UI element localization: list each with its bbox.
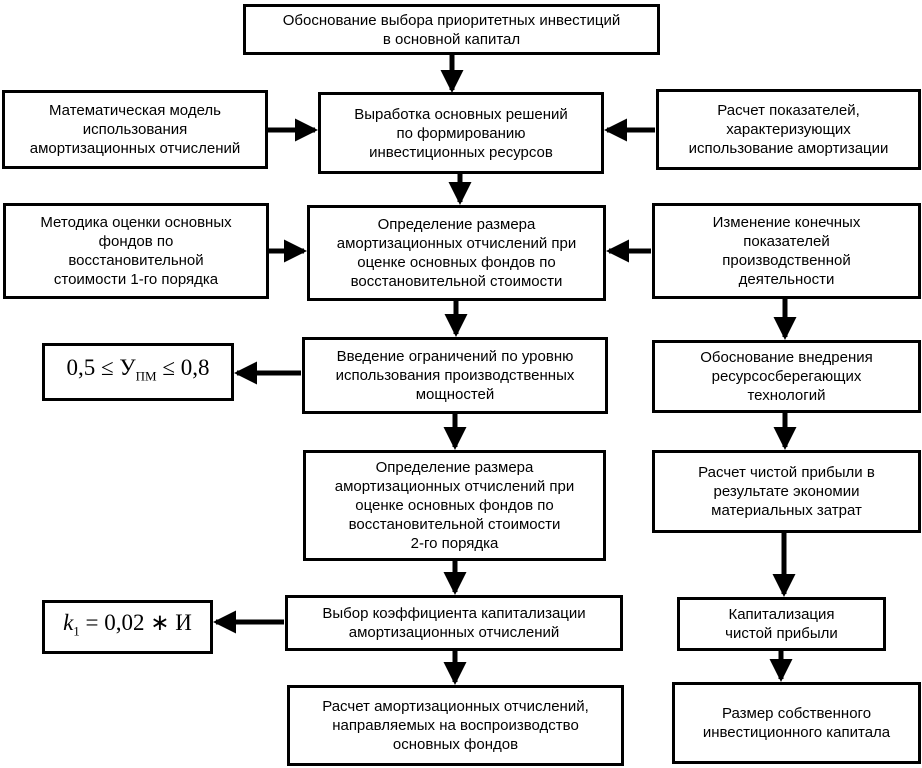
node-depreciation-2-line: Определение размера	[375, 459, 534, 476]
node-calc-reproduction-line: направляемых на воспроизводство	[332, 717, 579, 734]
node-depreciation-2: Определение размера амортизационных отчи…	[303, 450, 606, 561]
node-methodology-line: фондов по	[98, 233, 174, 250]
node-own-capital-line: инвестиционного капитала	[702, 724, 891, 741]
node-indicators: Расчет показателей, характеризующих испо…	[656, 89, 921, 170]
node-calc-reproduction: Расчет амортизационных отчислений, напра…	[287, 685, 624, 766]
node-depreciation-1: Определение размера амортизационных отчи…	[307, 205, 606, 301]
node-restrictions: Введение ограничений по уровню использов…	[302, 337, 608, 414]
node-capitalization: Капитализация чистой прибыли	[677, 597, 886, 651]
node-depreciation-2-line: 2-го порядка	[410, 535, 499, 552]
node-coefficient-line: Выбор коэффициента капитализации	[322, 605, 586, 622]
node-final-indicators: Изменение конечных показателей производс…	[652, 203, 921, 299]
node-calc-reproduction-line: Расчет амортизационных отчислений,	[322, 698, 589, 715]
node-final-indicators-line: деятельности	[738, 271, 835, 288]
node-final-indicators-line: показателей	[743, 233, 830, 250]
node-restrictions-line: использования производственных	[335, 367, 575, 384]
node-indicators-line: использование амортизации	[688, 140, 889, 157]
node-depreciation-2-line: амортизационных отчислений при	[334, 478, 575, 495]
formula-capacity-sub: ПМ	[135, 368, 157, 384]
node-formula-capacity: 0,5 ≤ УПМ ≤ 0,8	[42, 343, 234, 401]
node-capitalization-line: чистой прибыли	[725, 625, 838, 642]
node-formula-coefficient: k1 = 0,02 ∗ И	[42, 600, 213, 654]
node-calc-reproduction-line: основных фондов	[392, 736, 519, 753]
node-depreciation-2-line: восстановительной стоимости	[348, 516, 561, 533]
node-indicators-line: характеризующих	[726, 121, 851, 138]
formula-coefficient-expression: k1 = 0,02 ∗ И	[63, 610, 192, 645]
node-depreciation-1-line: Определение размера	[377, 216, 536, 233]
formula-coefficient-post: = 0,02 ∗ И	[79, 609, 192, 635]
node-own-capital: Размер собственного инвестиционного капи…	[672, 682, 921, 764]
node-own-capital-line: Размер собственного	[721, 705, 872, 722]
node-final-indicators-line: производственной	[722, 252, 851, 269]
node-resource-saving: Обоснование внедрения ресурсосберегающих…	[652, 340, 921, 413]
node-decisions-line: инвестиционных ресурсов	[369, 143, 553, 161]
node-resource-saving-line: ресурсосберегающих	[711, 368, 862, 385]
node-resource-saving-line: Обоснование внедрения	[700, 349, 873, 366]
node-math-model-line: Математическая модель	[49, 102, 221, 119]
formula-capacity-expression: 0,5 ≤ УПМ ≤ 0,8	[67, 355, 210, 390]
node-decisions-line: по формированию	[396, 124, 526, 142]
node-net-profit-line: материальных затрат	[711, 502, 862, 519]
formula-capacity-pre: 0,5 ≤ У	[66, 354, 136, 380]
node-math-model-line: использования	[82, 121, 188, 138]
node-net-profit-line: Расчет чистой прибыли в	[698, 464, 875, 481]
node-methodology: Методика оценки основных фондов по восст…	[3, 203, 269, 299]
node-decisions-line: Выработка основных решений	[354, 105, 568, 123]
node-root-line: Обоснование выбора приоритетных инвестиц…	[282, 11, 621, 29]
node-root: Обоснование выбора приоритетных инвестиц…	[243, 4, 660, 55]
node-restrictions-line: мощностей	[415, 386, 495, 403]
node-depreciation-1-line: амортизационных отчислений при	[336, 235, 577, 252]
node-depreciation-1-line: оценке основных фондов по	[357, 254, 556, 271]
node-final-indicators-line: Изменение конечных	[712, 214, 861, 231]
node-decisions: Выработка основных решений по формирован…	[318, 92, 604, 174]
node-restrictions-line: Введение ограничений по уровню	[336, 348, 574, 365]
node-methodology-line: Методика оценки основных	[40, 214, 232, 231]
node-net-profit: Расчет чистой прибыли в результате эконо…	[652, 450, 921, 533]
formula-coefficient-sub: 1	[73, 623, 80, 639]
node-depreciation-2-line: оценке основных фондов по	[355, 497, 554, 514]
node-depreciation-1-line: восстановительной стоимости	[350, 273, 563, 290]
formula-capacity-post: ≤ 0,8	[156, 354, 210, 380]
node-net-profit-line: результате экономии	[713, 483, 860, 500]
node-methodology-line: восстановительной	[68, 252, 204, 269]
formula-coefficient-var: k	[63, 609, 74, 635]
node-indicators-line: Расчет показателей,	[717, 102, 860, 119]
node-capitalization-line: Капитализация	[728, 606, 835, 623]
node-math-model-line: амортизационных отчислений	[29, 140, 241, 157]
node-coefficient: Выбор коэффициента капитализации амортиз…	[285, 595, 623, 651]
node-resource-saving-line: технологий	[747, 387, 826, 404]
node-math-model: Математическая модель использования амор…	[2, 90, 268, 169]
node-root-line: в основной капитал	[382, 30, 521, 48]
node-methodology-line: стоимости 1-го порядка	[53, 271, 219, 288]
node-coefficient-line: амортизационных отчислений	[348, 624, 560, 641]
